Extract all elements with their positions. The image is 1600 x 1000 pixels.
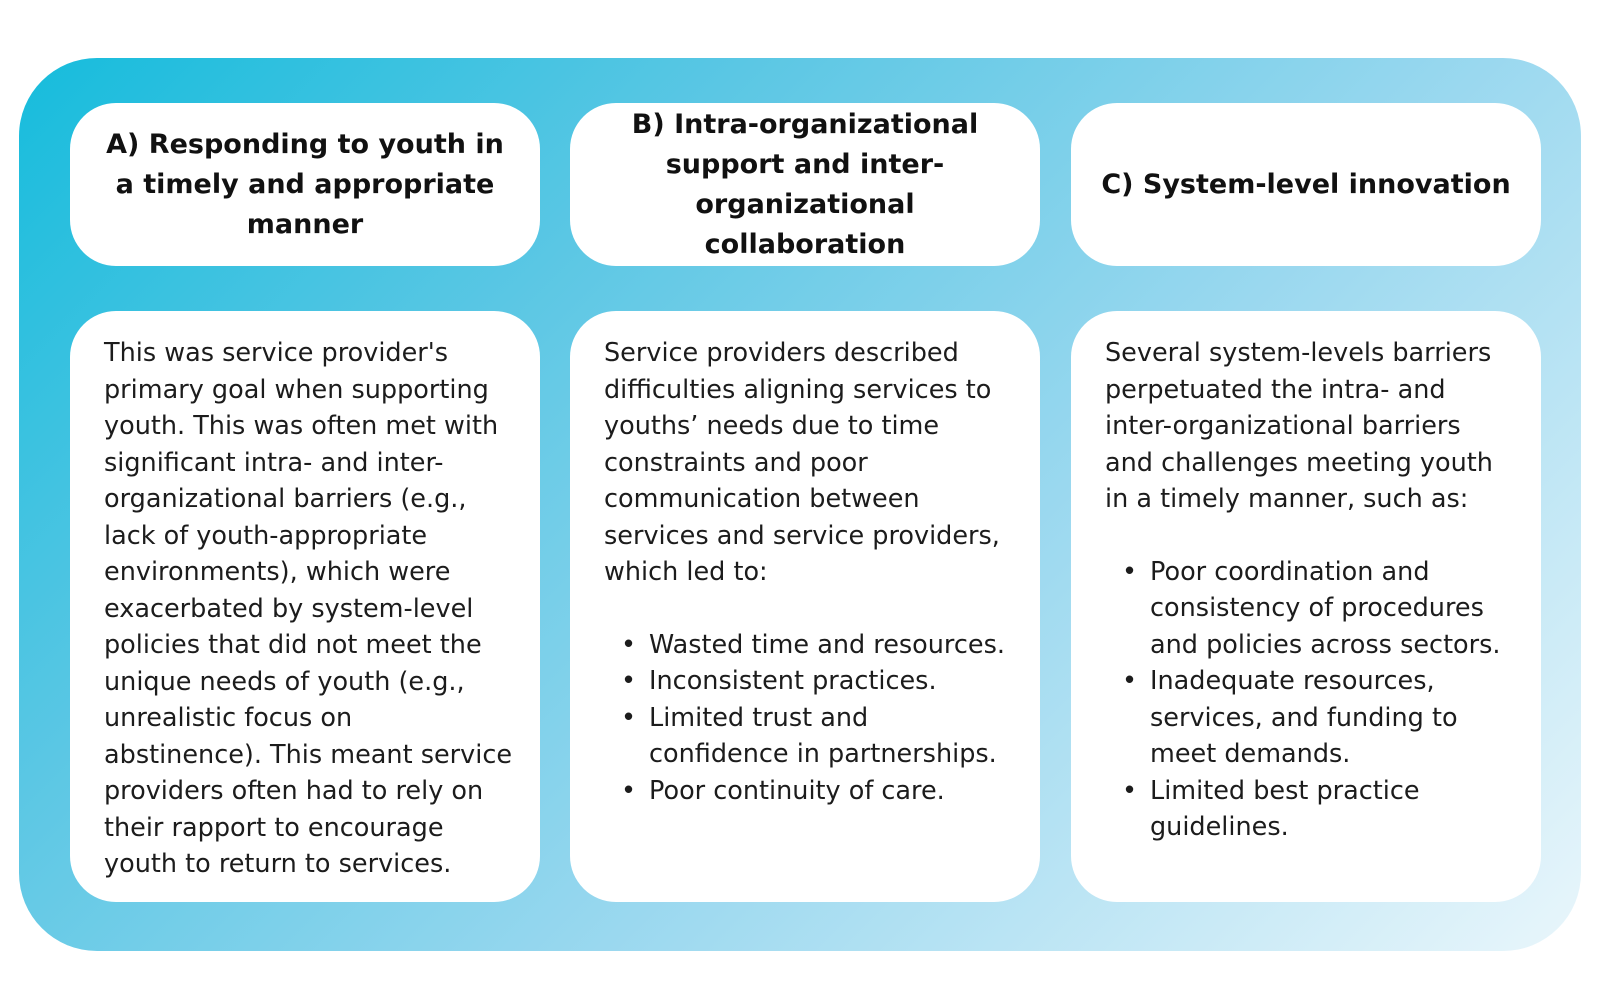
bullet-item-text: Limited best practice guidelines.: [1150, 775, 1420, 843]
content-c-bullet-list: • Poor coordination and consistency of pr…: [1105, 554, 1515, 846]
bullet-item-text: Poor coordination and consistency of pro…: [1150, 556, 1501, 660]
bullet-item: • Poor coordination and consistency of pr…: [1122, 554, 1515, 664]
content-b-text: Service providers described difficulties…: [604, 338, 1000, 587]
content-a-text: This was service provider's primary goal…: [104, 338, 513, 879]
bullet-dot-icon: •: [1122, 556, 1138, 587]
bullet-item: • Poor continuity of care.: [621, 773, 1014, 810]
bullet-dot-icon: •: [1122, 666, 1138, 696]
content-c-text: Several system-levels barriers perpetuat…: [1105, 338, 1493, 514]
header-box-c: C) System-level innovation: [1071, 103, 1541, 266]
bullet-item: • Limited trust and confidence in partner…: [621, 700, 1014, 773]
bullet-dot-icon: •: [1122, 775, 1138, 806]
bullet-item-text: Poor continuity of care.: [649, 775, 945, 806]
content-box-b: Service providers described difficulties…: [570, 311, 1040, 902]
bullet-item: • Limited best practice guidelines.: [1122, 773, 1515, 846]
header-box-b: B) Intra-organizational support and inte…: [570, 103, 1040, 266]
header-c-title: C) System-level innovation: [1101, 168, 1511, 200]
content-box-c: Several system-levels barriers perpetuat…: [1071, 311, 1541, 902]
bullet-dot-icon: •: [621, 666, 637, 696]
bullet-dot-icon: •: [621, 702, 637, 733]
bullet-item-text: Wasted time and resources.: [649, 629, 1005, 660]
bullet-item-text: Inconsistent practices.: [649, 666, 937, 696]
header-box-a: A) Responding to youth in a timely and a…: [70, 103, 540, 266]
bullet-item-text: Inadequate resources, services, and fund…: [1150, 666, 1458, 769]
bullet-item: • Wasted time and resources.: [621, 627, 1014, 664]
bullet-item: • Inadequate resources, services, and fun…: [1122, 663, 1515, 773]
bullet-item: • Inconsistent practices.: [621, 663, 1014, 700]
content-box-a: This was service provider's primary goal…: [70, 311, 540, 902]
bullet-dot-icon: •: [621, 629, 637, 660]
header-a-title: A) Responding to youth in a timely and a…: [106, 128, 504, 240]
bullet-item-text: Limited trust and confidence in partners…: [649, 702, 997, 770]
header-b-title: B) Intra-organizational support and inte…: [631, 108, 979, 260]
content-b-bullet-list: • Wasted time and resources. • Inconsisten…: [604, 627, 1014, 810]
bullet-dot-icon: •: [621, 775, 637, 806]
